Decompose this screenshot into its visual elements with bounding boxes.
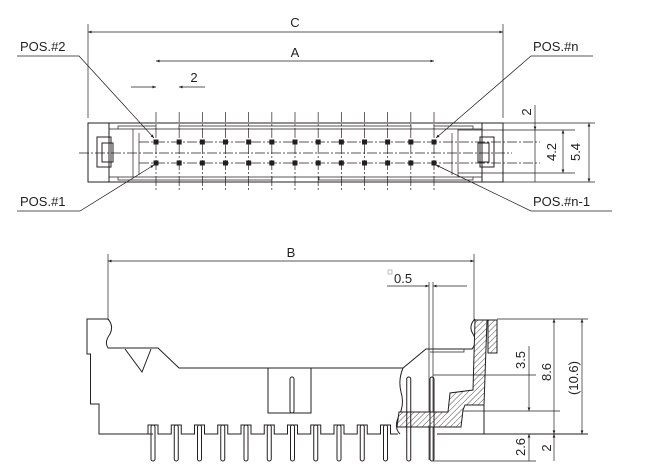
side-pins — [147, 376, 435, 462]
leader-pos-2: POS.#2 — [17, 39, 155, 139]
dimension-b: B — [107, 245, 475, 320]
pin-dot — [223, 139, 228, 145]
pin-dot — [338, 160, 344, 166]
pin-dot — [315, 160, 321, 166]
pin — [336, 424, 342, 462]
pin — [243, 424, 249, 462]
pin-dot — [315, 139, 321, 145]
pin-dot — [269, 139, 275, 145]
top-view: C A 2 — [17, 15, 612, 212]
right-dimensions-side: 3.5 8.6 (10.6) 2.6 2 — [433, 318, 588, 462]
dim-3-5-label: 3.5 — [513, 351, 528, 369]
pin — [173, 424, 179, 462]
pin-dot — [431, 139, 437, 145]
dimension-a: A — [156, 45, 434, 63]
pitch-label: 2 — [190, 70, 197, 85]
dimension-c: C — [87, 15, 504, 118]
pin — [150, 424, 156, 462]
pin-dot — [246, 139, 252, 145]
side-view: B 0.5 — [86, 245, 588, 462]
pin-dot — [199, 160, 205, 166]
connector-body-side — [86, 318, 588, 435]
pos-1-label: POS.#1 — [20, 194, 66, 209]
dim-a-label: A — [291, 45, 300, 60]
dim-2-label: 2 — [519, 108, 534, 115]
leader-pos-1: POS.#1 — [17, 164, 155, 212]
pin — [359, 424, 365, 462]
pin — [383, 424, 388, 462]
leader-pos-n-1: POS.#n-1 — [435, 164, 612, 212]
pin-dot — [362, 160, 367, 166]
pin-dot — [153, 160, 159, 166]
pin-dot — [408, 139, 414, 145]
dim-10-6-label: (10.6) — [566, 361, 581, 395]
pin-dot — [385, 139, 391, 145]
pin-dot — [176, 139, 182, 145]
leader-pos-n: POS.#n — [435, 39, 593, 139]
pin-dot — [199, 139, 205, 145]
pin-dot — [292, 139, 298, 145]
pin-dot — [408, 160, 414, 166]
pos-n-1-label: POS.#n-1 — [533, 194, 590, 209]
connector-body-top — [79, 122, 540, 183]
key-block — [267, 367, 312, 414]
pin-dot — [292, 160, 298, 166]
pin — [220, 424, 226, 462]
right-dimensions-top: 2 4.2 5.4 — [458, 105, 595, 183]
dim-2-side-label: 2 — [539, 444, 554, 451]
pin-dot — [338, 139, 344, 145]
pin-dot — [269, 160, 275, 166]
pin — [406, 376, 412, 462]
dim-b-label: B — [287, 245, 296, 260]
pin-dot — [431, 160, 437, 166]
pin — [197, 424, 202, 462]
dim-0-5-label: 0.5 — [394, 271, 412, 286]
dim-4-2-label: 4.2 — [544, 143, 559, 161]
pin-dot — [362, 139, 367, 145]
dimension-0-5: 0.5 — [387, 269, 467, 460]
pin — [313, 424, 319, 462]
pin — [429, 376, 435, 462]
latch-left — [96, 136, 114, 168]
pos-2-label: POS.#2 — [20, 39, 66, 54]
latch-right — [477, 136, 495, 168]
pin-dot — [153, 139, 159, 145]
dimension-pitch: 2 — [131, 70, 205, 89]
dim-5-4-label: 5.4 — [568, 143, 583, 161]
pin-column-lines — [155, 112, 435, 190]
pin-dot — [176, 160, 182, 166]
dim-c-label: C — [290, 15, 299, 30]
pin-dot — [385, 160, 391, 166]
pin-dot — [223, 160, 228, 166]
pin — [290, 424, 295, 462]
pin-dot — [246, 160, 252, 166]
pos-n-label: POS.#n — [533, 39, 579, 54]
dim-2-6-label: 2.6 — [513, 438, 528, 456]
pin-dots — [153, 139, 437, 166]
dim-8-6-label: 8.6 — [539, 363, 554, 381]
pin — [266, 424, 272, 462]
